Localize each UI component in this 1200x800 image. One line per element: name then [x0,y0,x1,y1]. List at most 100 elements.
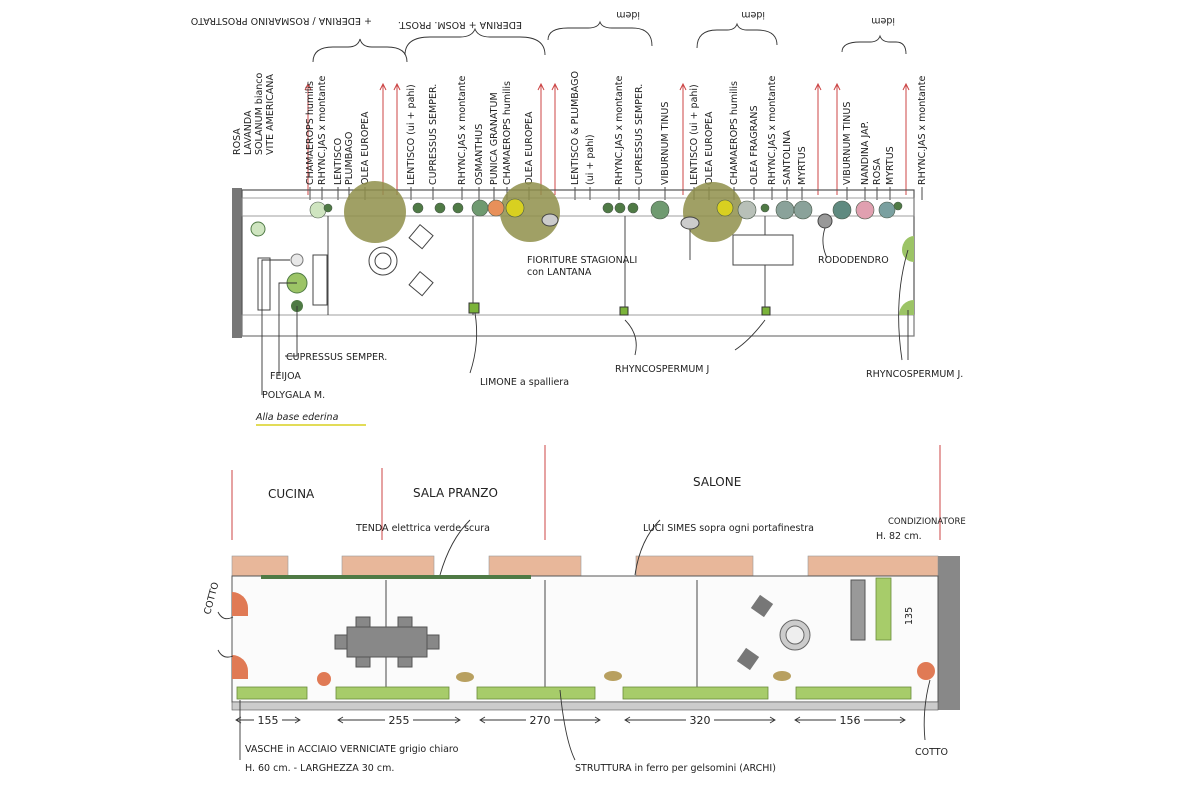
shrub-icon [602,202,614,214]
plant-label: CHAMAEROPS humilis [729,81,740,185]
header-idem-3: idem [871,15,895,26]
shrub-icon [627,202,639,214]
planter-box [236,686,308,700]
cotto-pot-icon [317,672,331,686]
armchair-icon [408,224,434,250]
dimension-value: 320 [690,714,711,727]
dimension-value: 155 [258,714,279,727]
plant-icon [290,253,304,267]
plant-label: PUNICA GRANATUM [489,92,500,185]
red-arrowhead-icon [379,82,387,91]
note-fioriture-lantana: con LANTANA [527,267,592,278]
plant-label: SANTOLINA [782,130,793,185]
awning [341,575,531,579]
terracotta-wall [231,555,939,577]
dimension-arrow-icon [624,716,776,724]
room-label-cucina: CUCINA [268,487,315,501]
plant-label: RHYNC.JAS x montante [317,75,328,185]
shrub-icon [793,200,813,220]
shrub-icon [434,202,446,214]
header-ederina-rosmarino: + EDERINA / ROSMARINO PROSTRATO [191,15,372,26]
plant-label: CHAMAEROPS humilis [305,81,316,185]
plant-label: VIBURNUM TINUS [842,102,853,185]
note-cotto-left: COTTO [202,581,221,616]
dining-set [334,616,440,668]
dimension-value: 156 [840,714,861,727]
planter-pot-icon [773,671,791,681]
room-label-salone: SALONE [693,475,741,489]
plant-label: SOLANUM bianco [254,72,265,155]
dimension-arrow-icon [479,716,601,724]
right-wall [938,556,960,710]
rhyncospermum-icon [899,300,914,315]
shrub-icon [471,199,489,217]
grouping-braces [312,20,907,63]
planter-box [875,577,892,641]
note-alla-base: Alla base ederina [255,412,339,423]
note-cotto-right: COTTO [915,747,948,758]
rhododendron-icon [817,213,833,229]
plant-label: CUPRESSUS SEMPER. [428,84,439,185]
plant-label: PLUMBAGO [344,132,355,185]
planter-box [622,686,769,700]
rhyncospermum-icon [619,306,629,316]
olive-tree-icon [500,182,560,242]
plant-label: (ui + pahi) [585,134,596,185]
round-table-icon [374,252,392,270]
left-wall [232,188,242,338]
cotto-quarter-circle [232,592,248,616]
red-arrowhead-icon [393,82,401,91]
note-cupressus: CUPRESSUS SEMPER. [286,352,387,363]
dimension-value: 270 [530,714,551,727]
bottom-plan: CUCINA SALA PRANZO SALONE TENDA elettric… [202,445,966,774]
window-strip [241,314,915,337]
plant-label: MYRTUS [797,146,808,185]
cabinet-icon [257,257,271,311]
note-tenda: TENDA elettrica verde scura [355,523,490,534]
header-idem-1: idem [616,9,640,20]
red-arrowhead-icon [551,82,559,91]
rhyncospermum-icon [902,236,914,262]
planter-box [795,686,912,700]
cotto-pot-icon [917,662,935,680]
plant-label: RHYNC.JAS x montante [767,75,778,185]
cotto-quarter-circle [232,655,248,679]
note-rhyncospermum-2: RHYNCOSPERMUM J. [866,369,963,380]
planter-box [476,686,596,700]
plant-label: OLEA FRAGRANS [749,105,760,185]
plant-label: VIBURNUM TINUS [660,102,671,185]
shrub-icon [309,201,327,219]
olive-tree-icon [344,181,406,243]
red-arrowhead-icon [304,82,312,91]
planter-pot-icon [456,672,474,682]
dimension-arrow-icon [337,716,461,724]
dim-135: 135 [904,607,915,625]
room-label-sala-pranzo: SALA PRANZO [413,486,498,500]
note-vasche-1: VASCHE in ACCIAIO VERNICIATE grigio chia… [245,744,459,755]
note-feijoa: FEIJOA [270,371,301,382]
plant-label: RHYNC.JAS x montante [614,75,625,185]
planter-strip [241,197,915,217]
bench-icon [312,254,328,306]
plant-icon [250,221,266,237]
shrub-icon [893,201,903,211]
red-arrow-markers [304,82,910,195]
red-arrowhead-icon [902,82,910,91]
furniture [257,213,833,311]
sofa-icon [850,579,866,641]
plant-label: OLEA EUROPEA [704,111,715,185]
shrub-icon [716,199,734,217]
plant-label: CUPRESSUS SEMPER. [634,84,645,185]
dining-table-icon [732,234,794,266]
red-arrowhead-icon [833,82,841,91]
plant-label: OLEA EUROPEA [524,111,535,185]
top-plan: + EDERINA / ROSMARINO PROSTRATO EDERINA … [191,9,963,426]
header-idem-2: idem [741,9,765,20]
shrub-icon [505,198,525,218]
dimension-arrow-icon [235,716,301,724]
shrub-icon [832,200,852,220]
armchair-icon [736,647,760,671]
